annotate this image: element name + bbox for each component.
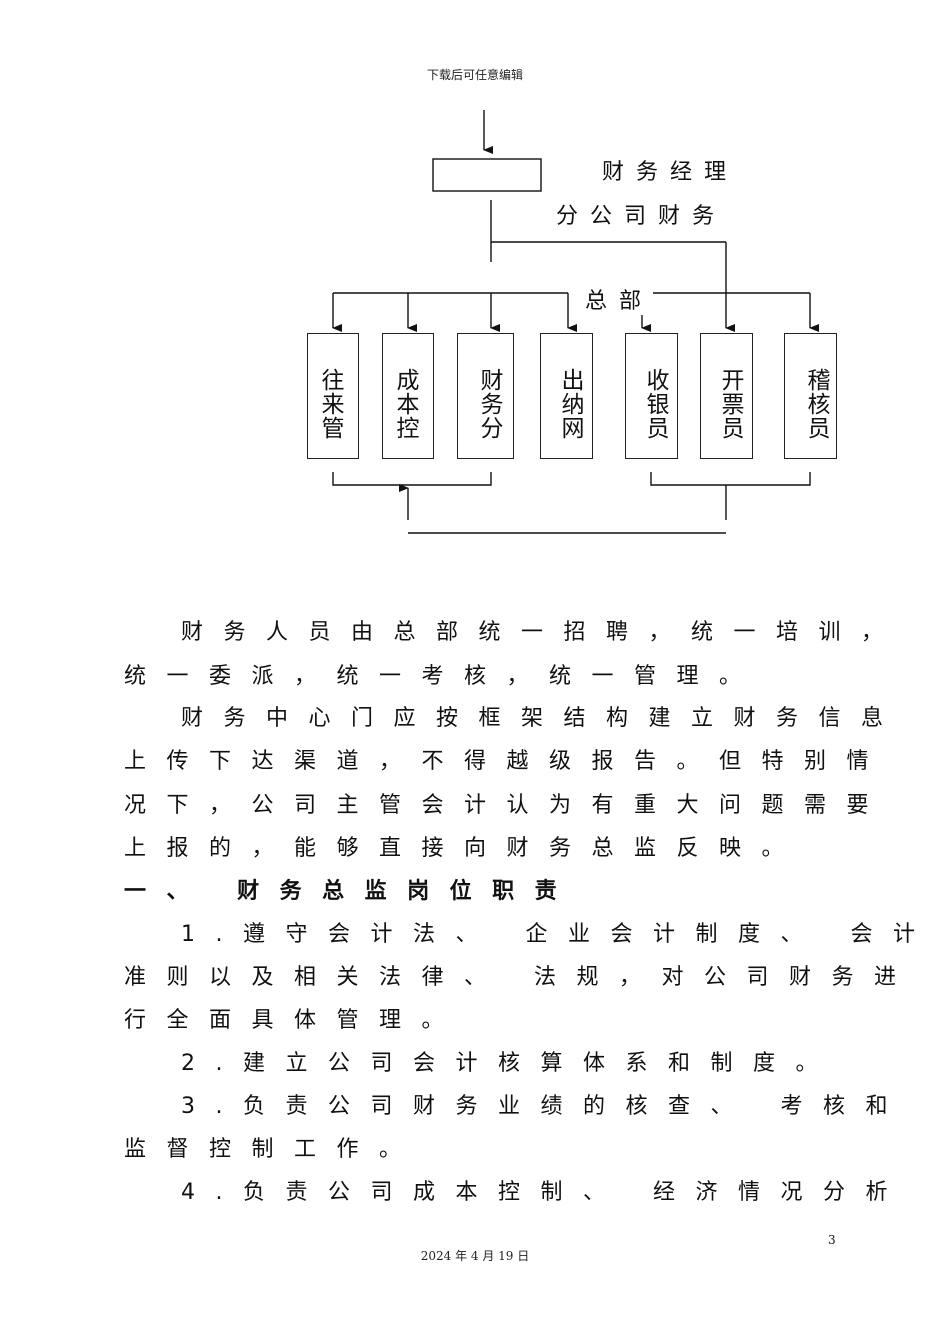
- body-line-4: 上传下达渠道，不得越级报告。但特别情: [124, 749, 890, 774]
- manager-box: [432, 158, 542, 192]
- body-line-11: 3.负责公司财务业绩的核查、 考核和: [181, 1094, 908, 1119]
- body-line-6: 上报的，能够直接向财务总监反映。: [124, 836, 805, 861]
- body-line-9: 行全面具体管理。: [124, 1008, 465, 1033]
- box-invoice-text: 开票员: [721, 368, 745, 442]
- box-finance: 财务分: [457, 333, 514, 459]
- branch-label: 分公司财务: [556, 204, 727, 229]
- box-cashier: 收银员: [625, 333, 678, 459]
- hq-label: 总部: [585, 283, 654, 315]
- body-line-3: 财务中心门应按框架结构建立财务信息: [181, 706, 904, 731]
- section-heading: 一、 财务总监岗位职责: [124, 879, 578, 904]
- box-cashier-net-text: 出纳网: [561, 368, 585, 442]
- box-audit: 稽核员: [784, 333, 837, 459]
- left-bottom-bracket: [332, 472, 492, 486]
- org-chart-diagram: [332, 110, 819, 534]
- box-cashier-net: 出纳网: [540, 333, 593, 459]
- body-line-5: 况下，公司主管会计认为有重大问题需要: [124, 793, 890, 818]
- page-footer-date: 2024 年 4 月 19 日: [420, 1249, 530, 1263]
- body-line-7: 1.遵守会计法、 企业会计制度、 会计: [181, 922, 936, 947]
- right-bottom-bracket: [650, 472, 811, 486]
- box-invoice: 开票员: [700, 333, 753, 459]
- body-line-1: 财务人员由总部统一招聘，统一培训，: [181, 620, 904, 645]
- box-finance-text: 财务分: [480, 368, 504, 442]
- box-cost-text: 成本控: [396, 368, 420, 442]
- box-cashier-text: 收银员: [646, 368, 670, 442]
- page-header-note: 下载后可任意编辑: [426, 68, 523, 82]
- body-line-12: 监督控制工作。: [124, 1137, 422, 1162]
- manager-label: 财务经理: [602, 160, 739, 185]
- body-line-8: 准则以及相关法律、 法规，对公司财务进: [124, 965, 917, 990]
- body-line-2: 统一委派，统一考核，统一管理。: [124, 664, 762, 689]
- body-line-13: 4.负责公司成本控制、 经济情况分析: [181, 1180, 908, 1205]
- box-accounts: 往来管: [307, 333, 359, 459]
- body-line-10: 2.建立公司会计核算体系和制度。: [181, 1051, 838, 1076]
- page-number: 3: [828, 1233, 836, 1247]
- box-accounts-text: 往来管: [321, 368, 345, 442]
- box-cost: 成本控: [382, 333, 434, 459]
- box-audit-text: 稽核员: [807, 368, 831, 442]
